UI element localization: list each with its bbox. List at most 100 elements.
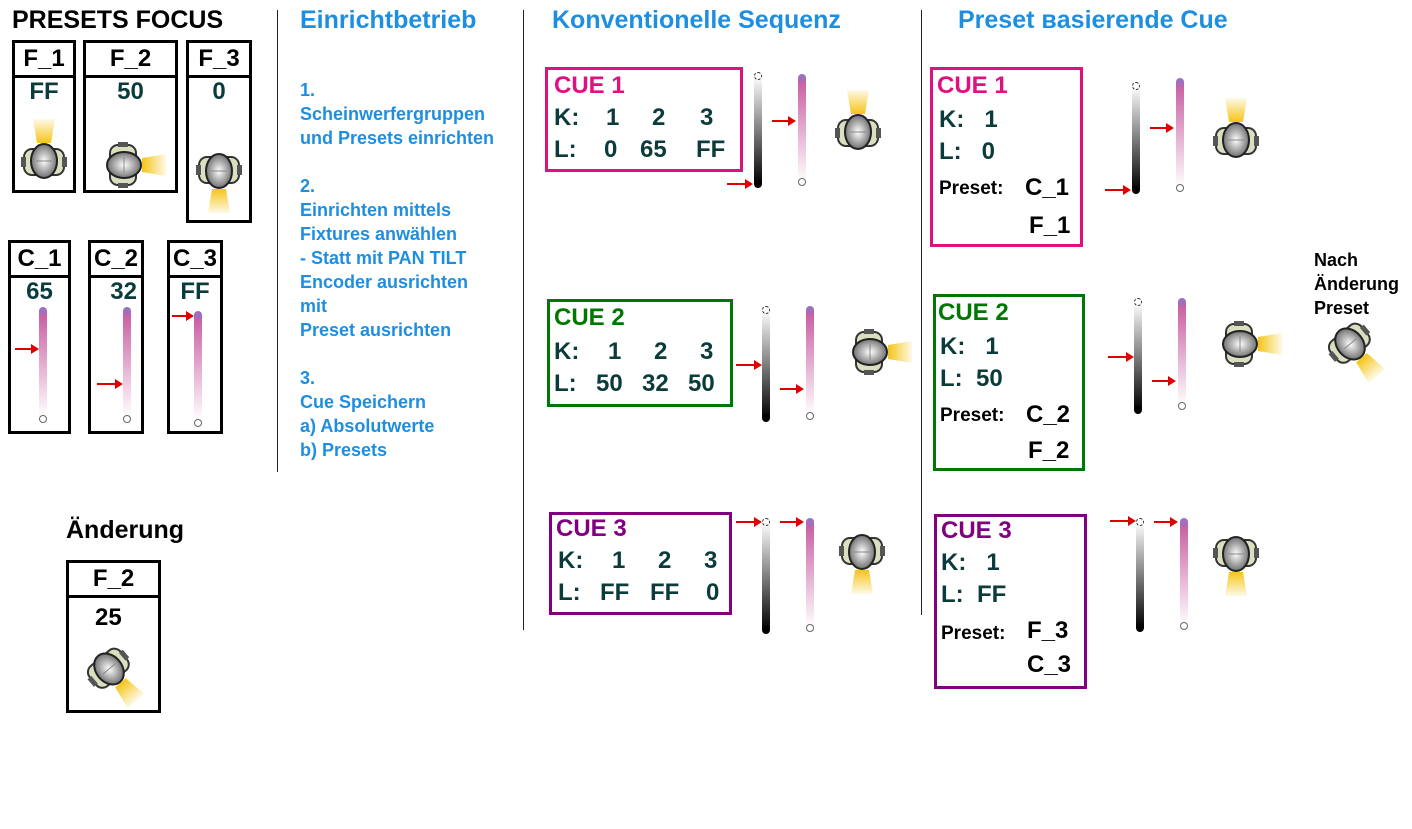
preset-value: FF <box>180 278 210 305</box>
step-line: mit <box>300 296 327 316</box>
preset-value: 50 <box>117 78 144 105</box>
fader-knob-bottom <box>1180 622 1188 630</box>
divider <box>523 10 524 630</box>
note-line: Änderung <box>1314 274 1399 294</box>
note-line: Nach <box>1314 250 1359 270</box>
fader-knob-top <box>1134 298 1142 306</box>
level-arrow <box>1110 516 1136 526</box>
conv-cue-1[interactable]: CUE 1 K: 1 2 3 L: 0 65 FF <box>545 67 743 172</box>
preset-label: F_3 <box>189 43 249 78</box>
channel-value: 2 <box>654 338 668 365</box>
channel-label: K: <box>558 547 584 574</box>
preset-color-box[interactable]: C_2 32 <box>88 240 144 434</box>
fader-knob-top <box>39 307 47 315</box>
channel-value: 2 <box>652 104 666 131</box>
color-fader[interactable] <box>39 311 47 417</box>
fader-knob-bottom <box>806 624 814 632</box>
cue-name: CUE 2 <box>554 304 625 331</box>
level-value: 0 <box>706 579 720 606</box>
intensity-fader[interactable] <box>762 522 770 630</box>
intensity-fader[interactable] <box>1134 302 1142 410</box>
color-fader[interactable] <box>1180 522 1188 626</box>
step-line: - Statt mit PAN TILT <box>300 248 467 268</box>
intensity-fader[interactable] <box>754 76 762 184</box>
fader-knob-bottom <box>1134 406 1142 414</box>
fixture-icon <box>79 640 155 717</box>
preset-ref: F_2 <box>1028 437 1070 464</box>
color-fader[interactable] <box>123 311 131 417</box>
intensity-fader[interactable] <box>1136 522 1144 628</box>
color-fader[interactable] <box>1176 82 1184 188</box>
level-arrow <box>1150 123 1174 133</box>
preset-cue-3[interactable]: CUE 3 K: 1 L: FF Preset: F_3 C_3 <box>934 514 1087 689</box>
level-arrow <box>780 517 804 527</box>
level-arrow <box>172 311 194 321</box>
einrichtbetrieb-title: Einrichtbetrieb <box>300 6 477 34</box>
intensity-fader[interactable] <box>1132 86 1140 190</box>
level-arrow <box>1108 352 1134 362</box>
preset-focus-box[interactable]: F_2 50 <box>83 40 178 193</box>
preset-label: F_2 <box>86 43 175 78</box>
presets-focus-title: PRESETS FOCUS <box>12 6 224 34</box>
color-fader[interactable] <box>806 522 814 628</box>
color-fader[interactable] <box>798 78 806 182</box>
intensity-fader[interactable] <box>762 310 770 418</box>
level-arrow <box>1154 517 1178 527</box>
step-line: und Presets einrichten <box>300 128 495 148</box>
preset-label: C_1 <box>11 243 68 278</box>
color-fader[interactable] <box>194 315 202 421</box>
preset-ref: C_3 <box>1027 651 1072 678</box>
preset-focus-box[interactable]: F_3 0 <box>186 40 252 223</box>
level-value: FF <box>696 136 726 163</box>
preset-cue-1[interactable]: CUE 1 K: 1 L: 0 Preset: C_1 F_1 <box>930 67 1083 247</box>
preset-color-box[interactable]: C_1 65 <box>8 240 71 434</box>
level-value: 50 <box>596 370 623 397</box>
step-line: Fixtures anwählen <box>300 224 458 244</box>
fixture-icon <box>1212 97 1260 158</box>
cue-name: CUE 3 <box>556 515 627 542</box>
preset-label: C_3 <box>170 243 220 278</box>
aenderung-preset-box[interactable]: F_2 25 <box>66 560 161 717</box>
preset-color-box[interactable]: C_3 FF <box>167 240 223 434</box>
cue-name: CUE 2 <box>938 299 1009 326</box>
fader-knob-bottom <box>194 419 202 427</box>
fixture-icon <box>1222 320 1283 368</box>
conv-cue-2[interactable]: CUE 2 K: 1 2 3 L: 50 32 50 <box>547 299 733 407</box>
color-fader[interactable] <box>806 310 814 416</box>
channel-value: 2 <box>658 547 672 574</box>
level-arrow <box>1105 185 1131 195</box>
preset-cue-2[interactable]: CUE 2 K: 1 L: 50 Preset: C_2 F_2 <box>933 294 1085 471</box>
fader-knob-top <box>762 518 770 526</box>
fader-knob-top <box>754 72 762 80</box>
channel-value: 1 <box>608 338 622 365</box>
cue-name: CUE 3 <box>941 517 1012 544</box>
preset-label: C_2 <box>91 243 141 278</box>
fixture-icon <box>195 153 243 214</box>
channel-line: K: 1 <box>941 549 1000 576</box>
level-arrow <box>1152 376 1176 386</box>
divider <box>277 10 278 472</box>
fader-knob-top <box>762 306 770 314</box>
fader-knob-top <box>1176 78 1184 86</box>
aenderung-title: Änderung <box>66 516 185 544</box>
conv-cue-3[interactable]: CUE 3 K: 1 2 3 L: FF FF 0 <box>549 512 732 615</box>
preset-label: F_2 <box>69 563 158 598</box>
color-fader[interactable] <box>1178 302 1186 406</box>
step-line <box>300 150 494 174</box>
fader-knob-bottom <box>123 415 131 423</box>
level-label: L: <box>554 370 577 397</box>
step-line: a) Absolutwerte <box>300 416 435 436</box>
preset-ref: F_3 <box>1027 617 1069 644</box>
fixture-icon <box>852 328 913 376</box>
fader-knob-bottom <box>39 415 47 423</box>
fader-knob-top <box>1180 518 1188 526</box>
step-line: Einrichten mittels <box>300 200 452 220</box>
preset-focus-box[interactable]: F_1 FF <box>12 40 76 193</box>
fader-knob-top <box>806 518 814 526</box>
channel-value: 3 <box>700 104 714 131</box>
fader-knob-top <box>1178 298 1186 306</box>
channel-value: 1 <box>606 104 620 131</box>
channel-line: K: 1 <box>939 106 998 133</box>
